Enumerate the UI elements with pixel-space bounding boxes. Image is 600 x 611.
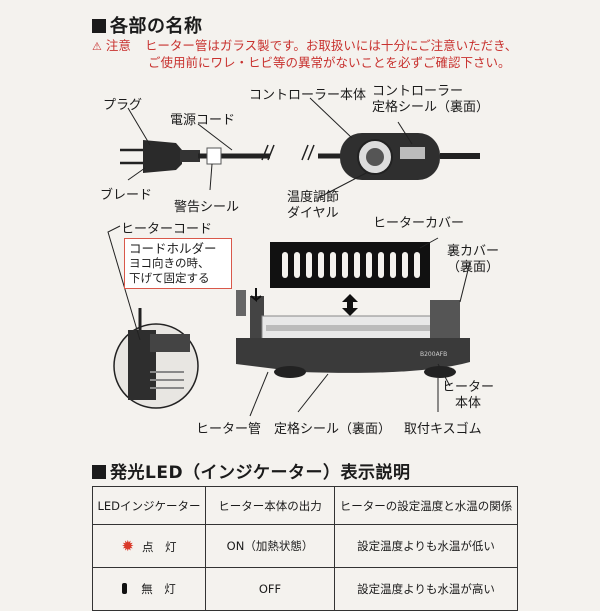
label-controller-body: コントローラー本体 xyxy=(249,88,367,103)
label-heater-tube: ヒーター管 xyxy=(196,422,262,437)
label-suction-cup: 取付キスゴム xyxy=(404,422,482,437)
heater-body-drawing: B200AFB xyxy=(236,288,470,378)
led-lit-icon: ✹ xyxy=(121,537,135,555)
header-led-indicator: LEDインジケーター xyxy=(92,486,206,525)
label-heater-cord: ヒーターコード xyxy=(121,222,213,237)
table-row: 無 灯 OFF 設定温度よりも水温が高い xyxy=(92,567,518,611)
table-row: ✹点 灯 ON（加熱状態） 設定温度よりも水温が低い xyxy=(92,524,518,568)
label-rating-seal: 定格シール（裏面） xyxy=(274,422,392,437)
label-power-cord: 電源コード xyxy=(170,113,236,128)
plug-drawing xyxy=(120,140,200,173)
section-title-led: 発光LED（インジケーター）表示説明 xyxy=(92,458,411,483)
label-back-cover: 裏カバー （裏面） xyxy=(447,244,500,275)
heater-cover-drawing xyxy=(270,242,430,288)
output-cell: ON（加熱状態） xyxy=(205,524,335,568)
section-title-parts: 各部の名称 xyxy=(92,12,203,38)
label-blade: ブレード xyxy=(100,188,153,203)
indicator-cell-off: 無 灯 xyxy=(92,567,206,611)
label-plug: プラグ xyxy=(103,98,143,113)
output-cell: OFF xyxy=(205,567,335,611)
up-down-arrow-icon xyxy=(342,294,358,316)
cord-holder-callout: コードホルダー ヨコ向きの時、 下げて固定する xyxy=(124,238,232,289)
indicator-cell-on: ✹点 灯 xyxy=(92,524,206,568)
label-warning-seal: 警告シール xyxy=(174,200,240,215)
square-bullet-icon xyxy=(92,465,106,479)
power-cord-drawing xyxy=(198,144,350,165)
label-heater-body: ヒーター 本体 xyxy=(442,380,495,411)
square-bullet-icon xyxy=(92,19,106,33)
relation-cell: 設定温度よりも水温が低い xyxy=(334,524,518,568)
warning-label: 注意 xyxy=(105,38,131,53)
svg-text:B200AFB: B200AFB xyxy=(420,351,447,358)
label-controller-seal: コントローラー 定格シール（裏面） xyxy=(372,84,490,115)
cord-holder-title: コードホルダー xyxy=(129,241,217,256)
table-header-row: LEDインジケーター ヒーター本体の出力 ヒーターの設定温度と水温の関係 xyxy=(92,486,518,525)
header-temp-relation: ヒーターの設定温度と水温の関係 xyxy=(334,486,518,525)
label-temperature-dial: 温度調節 ダイヤル xyxy=(287,190,340,221)
warning-notice: ⚠ 注意 ヒーター管はガラス製です。お取扱いには十分にご注意いただき、 ご使用前… xyxy=(92,38,592,71)
label-heater-cover: ヒーターカバー xyxy=(373,216,465,231)
leader-lines xyxy=(107,97,471,417)
header-heater-output: ヒーター本体の出力 xyxy=(205,486,335,525)
led-indicator-table: LEDインジケーター ヒーター本体の出力 ヒーターの設定温度と水温の関係 ✹点 … xyxy=(92,486,518,611)
warning-line-1: ⚠ 注意 ヒーター管はガラス製です。お取扱いには十分にご注意いただき、 xyxy=(92,38,518,53)
zoom-detail-drawing xyxy=(113,308,199,409)
led-unlit-icon xyxy=(122,583,128,594)
warning-triangle-icon: ⚠ xyxy=(92,40,102,53)
relation-cell: 設定温度よりも水温が高い xyxy=(334,567,518,611)
controller-drawing xyxy=(340,133,480,180)
warning-line-2: ご使用前にワレ・ヒビ等の異常がないことを必ずご確認下さい。 xyxy=(148,55,511,70)
parts-diagram: B200AFB xyxy=(107,97,480,417)
